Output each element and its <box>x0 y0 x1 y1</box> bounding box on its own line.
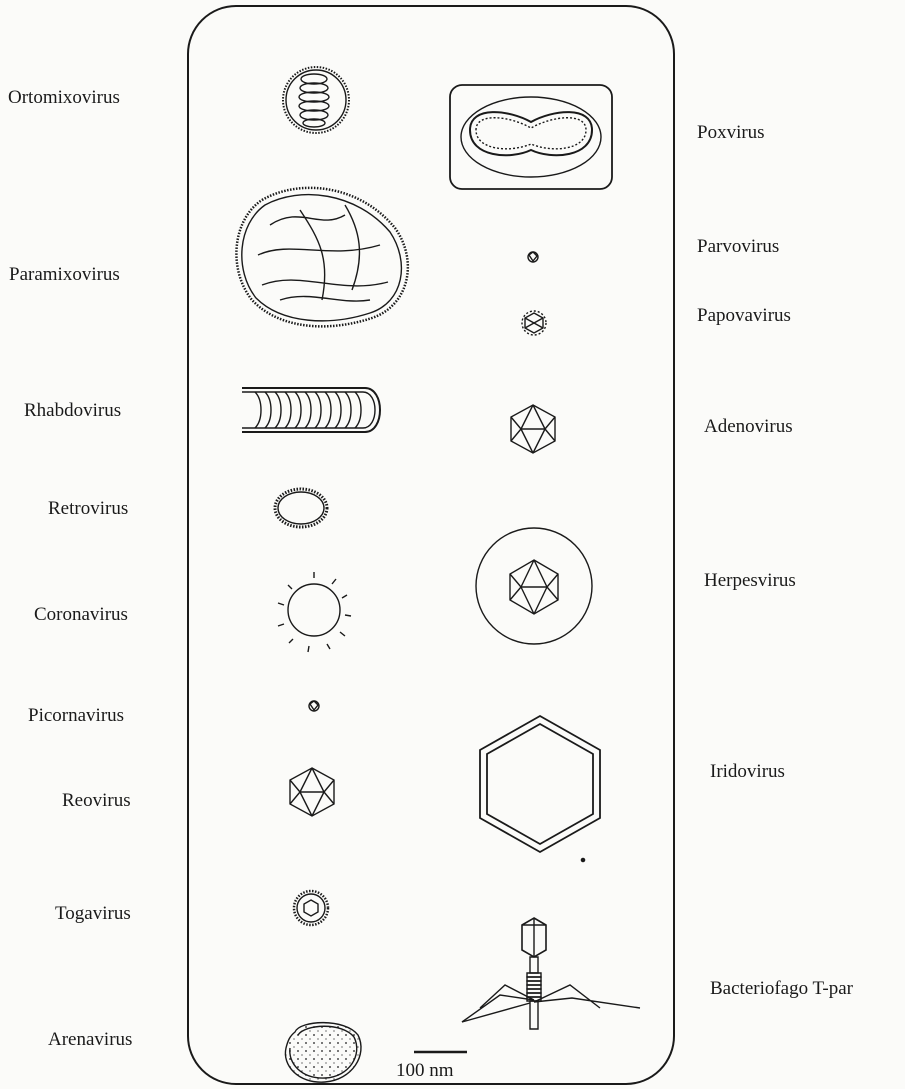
coronavirus-virion <box>278 572 351 652</box>
label-reovirus: Reovirus <box>62 791 131 810</box>
label-parvovirus: Parvovirus <box>697 237 779 256</box>
herpesvirus-virion <box>476 528 592 644</box>
ortomixovirus-virion <box>283 67 349 133</box>
label-iridovirus: Iridovirus <box>710 762 785 781</box>
reovirus-virion <box>290 768 334 816</box>
togavirus-virion <box>294 891 328 925</box>
label-papovavirus: Papovavirus <box>697 306 791 325</box>
paramixovirus-virion <box>236 188 407 327</box>
poxvirus-virion <box>450 85 612 189</box>
label-rhabdovirus: Rhabdovirus <box>24 401 121 420</box>
label-poxvirus: Poxvirus <box>697 123 765 142</box>
papovavirus-virion <box>522 311 546 335</box>
label-bacteriofago: Bacteriofago T-par <box>710 979 853 998</box>
label-retrovirus: Retrovirus <box>48 499 128 518</box>
label-paramixovirus: Paramixovirus <box>9 265 120 284</box>
label-herpesvirus: Herpesvirus <box>704 571 796 590</box>
label-picornavirus: Picornavirus <box>28 706 124 725</box>
retrovirus-virion <box>275 489 327 527</box>
scale-bar-label: 100 nm <box>396 1060 454 1082</box>
label-ortomixovirus: Ortomixovirus <box>8 88 120 107</box>
label-adenovirus: Adenovirus <box>704 417 793 436</box>
rhabdovirus-virion <box>242 388 380 432</box>
diagram-frame <box>188 6 674 1084</box>
iridovirus-virion <box>480 716 600 862</box>
label-arenavirus: Arenavirus <box>48 1030 132 1049</box>
arenavirus-virion <box>285 1023 361 1083</box>
adenovirus-virion <box>511 405 555 453</box>
label-coronavirus: Coronavirus <box>34 605 128 624</box>
picornavirus-virion <box>309 701 319 711</box>
parvovirus-virion <box>528 252 538 262</box>
label-togavirus: Togavirus <box>55 904 131 923</box>
bacteriofago-virion <box>462 918 640 1029</box>
